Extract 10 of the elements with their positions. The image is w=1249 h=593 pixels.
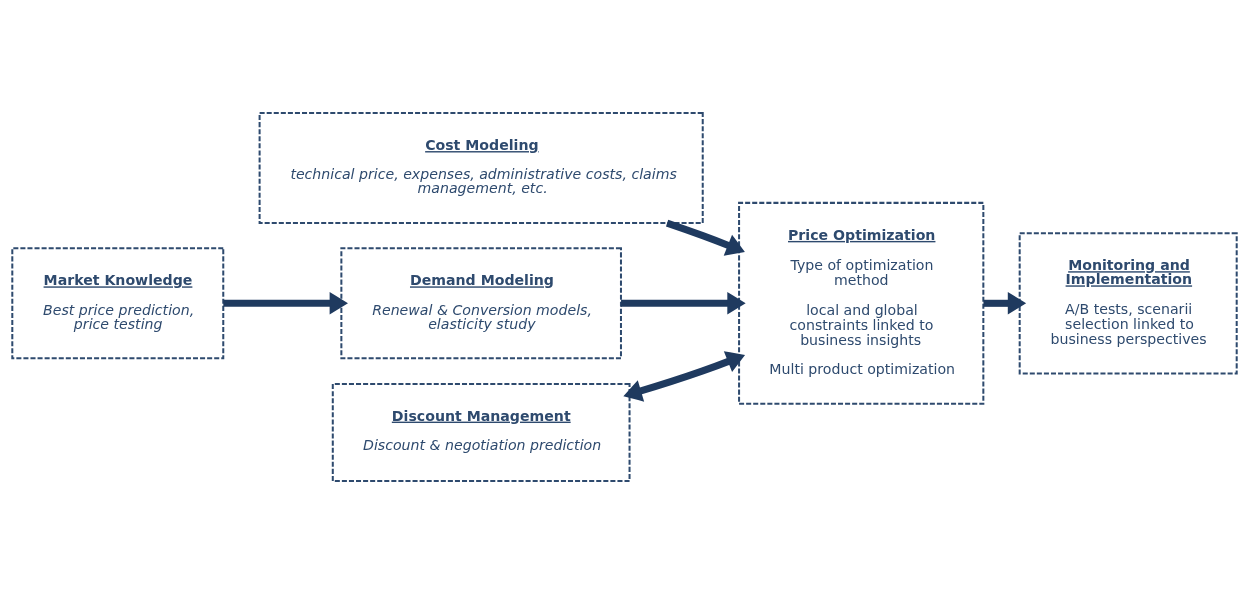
node-box: Demand Modeling Renewal & Conversion models, elasticity study: [340, 246, 622, 359]
node-box: Market Knowledge Best price prediction, price testing: [11, 246, 225, 359]
arrow: [623, 350, 746, 402]
arrow: [223, 291, 348, 315]
arrow: [621, 291, 746, 315]
node-box: Discount Management Discount & negotiation prediction: [331, 382, 631, 482]
arrow: [665, 219, 745, 256]
node-box: Cost Modeling technical price, expenses, administrative costs, claims management, etc.: [258, 111, 704, 224]
node-box: Monitoring and Implementation A/B tests, scenarii selection linked to business perspectives: [1018, 231, 1238, 374]
node-box: Price Optimization Type of optimization method local and global constraints linked to business insights Multi product optimization: [738, 201, 985, 405]
